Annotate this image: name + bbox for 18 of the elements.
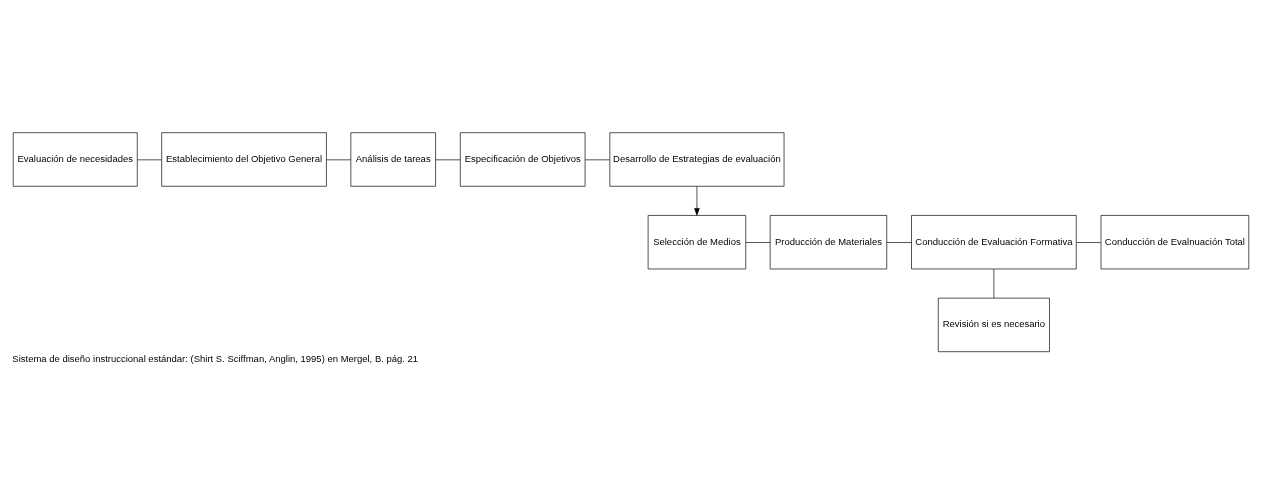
- node-box: Evaluación de necesidades: [12, 131, 138, 187]
- node-box: Desarrollo de Estrategias de evaluación: [609, 131, 785, 187]
- node-box: Especificación de Objetivos: [460, 131, 586, 187]
- node-box: Revisión si es necesario: [937, 297, 1050, 352]
- node-box: Producción de Materiales: [769, 214, 888, 269]
- node-box: Selección de Medios: [647, 214, 747, 269]
- connector: [326, 159, 352, 160]
- node-box: Conducción de Evalnuación Total: [1100, 214, 1250, 269]
- node-box: Establecimiento del Objetivo General: [161, 131, 327, 187]
- connector: [886, 241, 912, 243]
- node-box: Conducción de Evaluación Formativa: [911, 214, 1077, 269]
- connector: [137, 159, 162, 160]
- node-box: Análisis de tareas: [350, 131, 436, 187]
- connector: [1076, 241, 1102, 243]
- caption: Sistema de diseño instruccional estándar: (Shirt S. Sciffman, Anglin, 1995) en Mergel, B. pág. 21: [12, 352, 419, 364]
- connector: [745, 241, 771, 243]
- arrow: [694, 185, 700, 216]
- connector: [435, 159, 461, 160]
